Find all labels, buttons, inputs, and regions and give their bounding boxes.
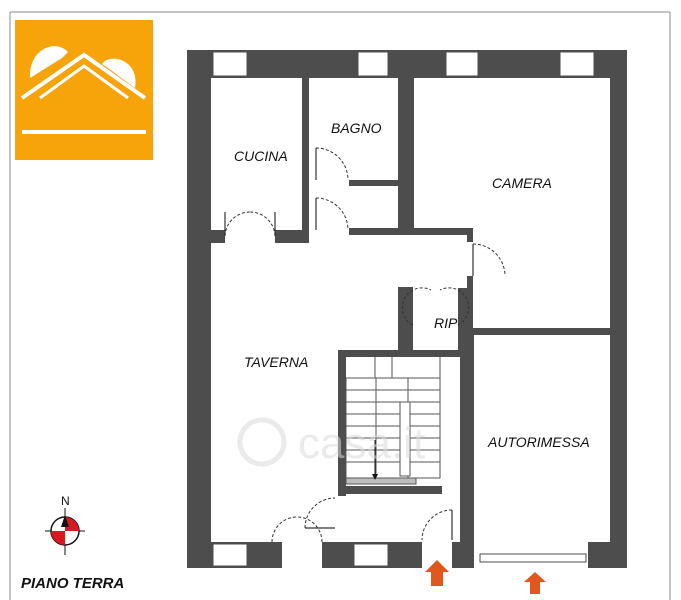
garage-arrow-icon bbox=[524, 572, 546, 594]
door-stair-exit bbox=[304, 497, 336, 529]
door-entrance bbox=[421, 509, 453, 541]
wall-camera-bottom bbox=[467, 328, 627, 335]
watermark: casa.it bbox=[237, 417, 425, 468]
wall-camera-left bbox=[467, 276, 473, 340]
walls bbox=[187, 50, 627, 568]
wall-cucina-bagno bbox=[302, 78, 309, 243]
room-label-taverna: TAVERNA bbox=[244, 354, 308, 370]
logo-house-icon bbox=[20, 46, 147, 134]
room-label-cucina: CUCINA bbox=[234, 148, 288, 164]
door-leaves bbox=[224, 148, 474, 540]
page-frame bbox=[9, 11, 671, 600]
wall-stair-top bbox=[338, 350, 473, 357]
window-bagno bbox=[357, 51, 389, 77]
logo-background bbox=[15, 20, 153, 160]
door-bagno-2 bbox=[315, 197, 349, 231]
door-taverna-south-right bbox=[296, 516, 323, 543]
compass-north-label: N bbox=[61, 494, 70, 508]
door-rip-left bbox=[401, 287, 432, 326]
room-label-autorimessa: AUTORIMESSA bbox=[487, 434, 590, 450]
room-label-bagno: BAGNO bbox=[331, 120, 382, 136]
garage-door bbox=[479, 553, 587, 563]
floor-title: PIANO TERRA bbox=[21, 575, 124, 592]
wall-north bbox=[187, 50, 627, 78]
wall-stair-left bbox=[338, 350, 346, 496]
wall-stub-cucina-2 bbox=[275, 230, 309, 243]
door-bagno-1 bbox=[315, 147, 349, 181]
compass-icon: N bbox=[45, 494, 85, 555]
wall-camera-stub bbox=[467, 228, 473, 242]
window-taverna bbox=[212, 543, 248, 567]
wall-rip-right bbox=[458, 288, 467, 350]
stair-handrail bbox=[399, 401, 411, 477]
stair-landing bbox=[345, 477, 417, 485]
window-stair bbox=[353, 543, 389, 567]
wall-stair-bottom bbox=[338, 486, 442, 494]
wall-garage-left bbox=[460, 335, 474, 542]
door-camera bbox=[472, 243, 506, 277]
wall-bagno-camera bbox=[398, 78, 414, 235]
door-cucina-left bbox=[224, 211, 251, 237]
logo bbox=[15, 20, 153, 160]
wall-south-4 bbox=[588, 542, 627, 568]
wall-west bbox=[187, 50, 211, 568]
watermark-text: casa.it bbox=[298, 419, 425, 468]
door-taverna-south-left bbox=[271, 516, 298, 543]
window-camera-1 bbox=[445, 51, 479, 77]
staircase bbox=[345, 357, 441, 485]
wall-stub-cucina-1 bbox=[211, 230, 225, 243]
wall-south-3 bbox=[452, 542, 474, 568]
room-label-rip: RIP bbox=[434, 315, 458, 331]
wall-bagno-bottom bbox=[349, 180, 399, 186]
door-cucina-right bbox=[249, 211, 276, 237]
window-cucina bbox=[212, 51, 248, 77]
room-label-camera: CAMERA bbox=[492, 175, 552, 191]
door-rip-right bbox=[439, 287, 470, 326]
entrance-arrow-icon bbox=[425, 560, 449, 586]
windows bbox=[212, 51, 595, 567]
window-camera-2 bbox=[559, 51, 595, 77]
wall-rip-left bbox=[398, 287, 413, 350]
door-swings bbox=[224, 147, 506, 543]
wall-east bbox=[610, 50, 627, 568]
